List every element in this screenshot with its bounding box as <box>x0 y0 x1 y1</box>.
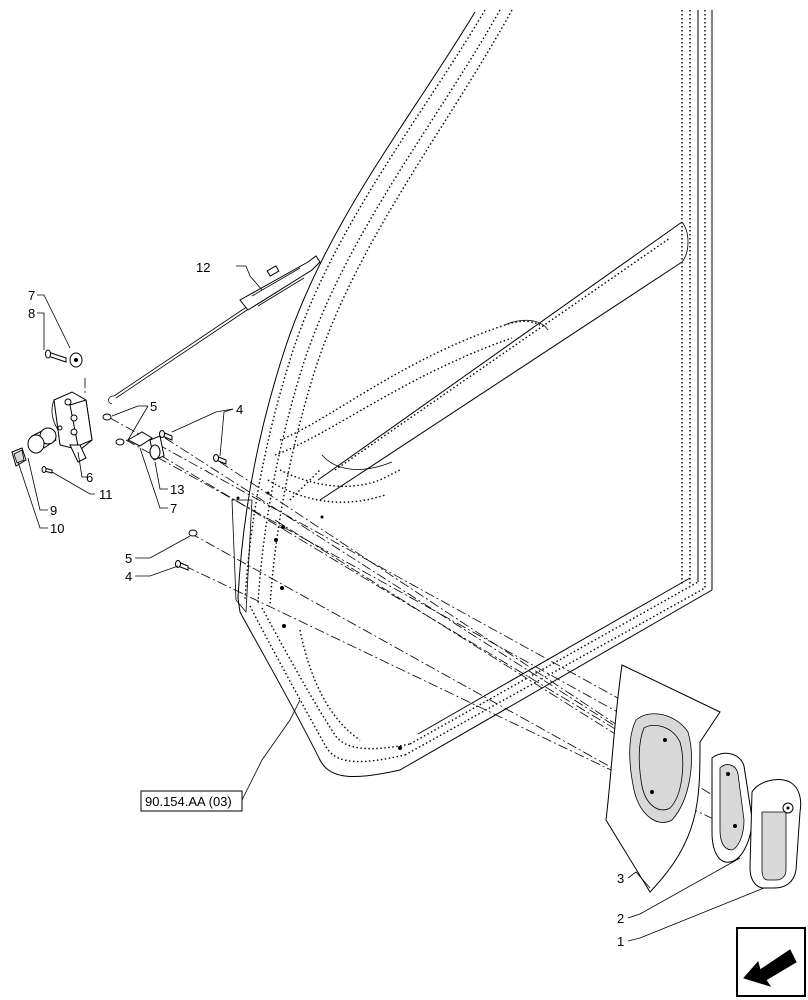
callouts: 12 7 8 5 4 6 11 13 7 9 10 5 4 3 2 1 <box>28 260 624 949</box>
callout-5-top: 5 <box>150 399 157 414</box>
small-screw <box>41 466 53 474</box>
assembly-centerlines <box>84 378 753 827</box>
callout-7-top: 7 <box>28 288 35 303</box>
callout-9: 9 <box>50 503 57 518</box>
callout-6: 6 <box>86 470 93 485</box>
striker <box>126 431 165 461</box>
callout-11: 11 <box>99 487 113 502</box>
callout-1: 1 <box>617 934 624 949</box>
callout-8: 8 <box>28 306 35 321</box>
door-handle <box>749 779 802 889</box>
callout-2: 2 <box>617 911 624 926</box>
bushing <box>11 427 57 467</box>
callout-13: 13 <box>170 482 184 497</box>
callout-3: 3 <box>617 871 624 886</box>
washers <box>102 413 198 537</box>
callout-4-top: 4 <box>236 402 243 417</box>
callout-12: 12 <box>196 260 210 275</box>
handle-plate <box>605 664 721 893</box>
gasket <box>711 752 753 863</box>
actuating-rod <box>108 255 321 405</box>
reference-box[interactable]: 90.154.AA (03) <box>140 790 243 812</box>
bolts <box>159 430 227 571</box>
door-frame <box>231 9 713 778</box>
arrow-back-icon[interactable] <box>736 927 806 997</box>
latch <box>51 391 93 463</box>
reference-label: 90.154.AA (03) <box>145 794 232 809</box>
callout-4-bottom: 4 <box>125 569 132 584</box>
screw-and-washer <box>45 349 83 368</box>
callout-10: 10 <box>50 521 64 536</box>
leader-lines <box>17 265 765 942</box>
callout-5-bottom: 5 <box>125 551 132 566</box>
callout-7-bottom: 7 <box>170 501 177 516</box>
